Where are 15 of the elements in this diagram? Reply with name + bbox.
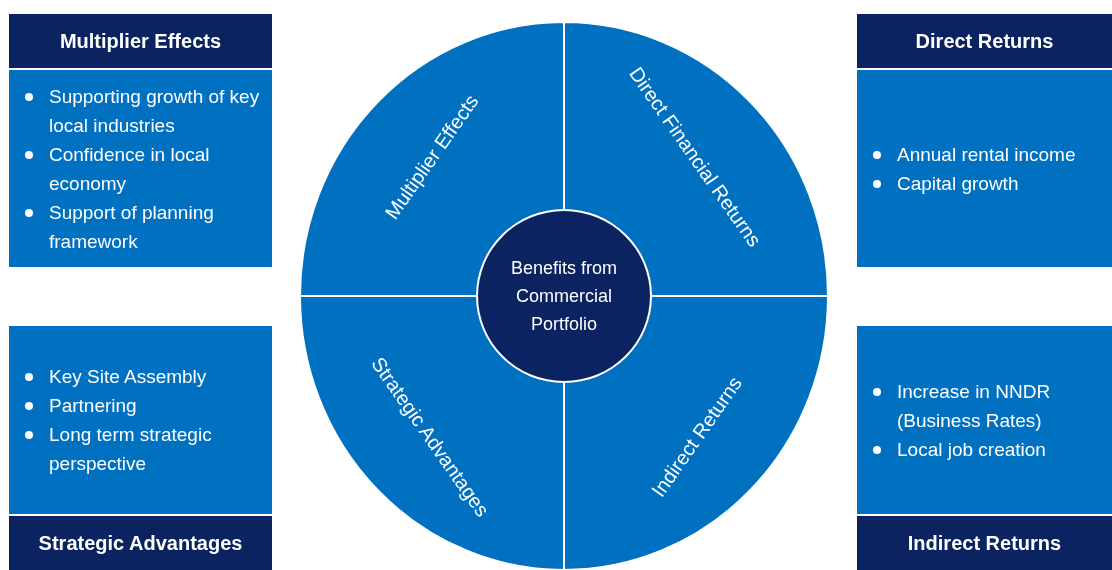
bullet-text: Capital growth: [897, 171, 1019, 196]
bullet-text: Key Site Assembly: [49, 365, 207, 389]
bullet-text: Increase in NNDR (Business Rates): [897, 379, 1052, 433]
panel-heading: Strategic Advantages: [9, 516, 272, 570]
bullet-text: Supporting growth of key local industries: [49, 84, 260, 138]
bullet-text: Long term strategic perspective: [49, 423, 213, 476]
bullet-text: Confidence in local economy: [49, 142, 211, 196]
panel-heading: Direct Returns: [857, 14, 1112, 68]
bullet-text: Local job creation: [897, 437, 1046, 462]
bullet-text: Partnering: [49, 394, 137, 418]
bullet-text: Support of planning framework: [49, 200, 215, 254]
panel-heading: Indirect Returns: [857, 516, 1112, 570]
panel-heading: Multiplier Effects: [9, 14, 272, 68]
center-label: Benefits from Commercial Portfolio: [509, 257, 618, 336]
bullet-text: Annual rental income: [897, 142, 1076, 167]
